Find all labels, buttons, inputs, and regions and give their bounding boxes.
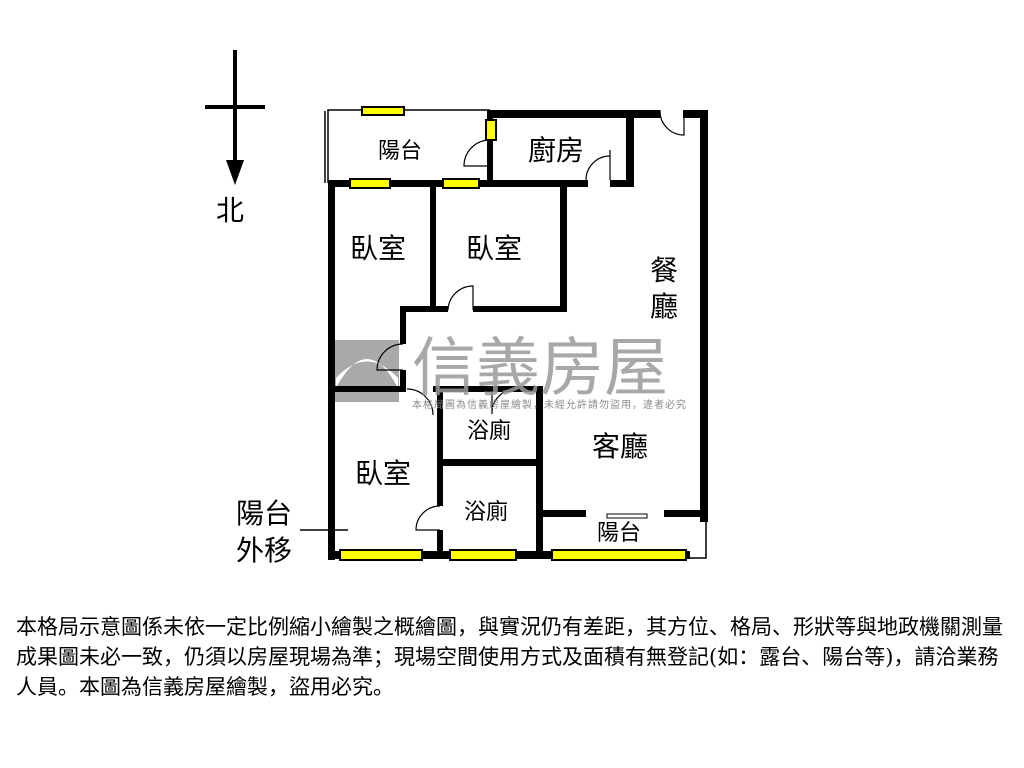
compass-label: 北	[216, 194, 244, 227]
room-bath-1: 浴廁	[467, 419, 511, 444]
room-kitchen: 廚房	[528, 134, 584, 167]
room-dining-1: 餐	[650, 254, 678, 287]
room-bedroom-3: 臥室	[355, 457, 411, 490]
watermark-notice: 本格局圖為信義房屋繪製，未經允許請勿盜用，違者必究	[412, 398, 687, 411]
room-balcony-north: 陽台	[378, 139, 422, 164]
disclaimer-text: 本格局示意圖係未依一定比例縮小繪製之概繪圖，與實況仍有差距，其方位、格局、形狀等…	[16, 615, 1003, 699]
annotation-line-1: 陽台	[236, 497, 292, 530]
room-dining-2: 廳	[650, 290, 678, 323]
walls	[328, 110, 708, 560]
watermark-brand: 信義房屋	[412, 332, 668, 406]
room-balcony-south: 陽台	[597, 521, 641, 546]
floor-plan: 北	[205, 50, 708, 567]
watermark-logo	[333, 340, 399, 402]
room-bedroom-2: 臥室	[466, 232, 522, 265]
door-swings	[376, 109, 685, 531]
annotation-line-2: 外移	[236, 534, 292, 567]
balcony-railings	[300, 109, 707, 559]
north-arrow-icon	[205, 50, 265, 185]
windows	[339, 106, 687, 561]
room-bath-2: 浴廁	[464, 500, 508, 525]
room-bedroom-1: 臥室	[350, 232, 406, 265]
room-living: 客廳	[592, 430, 648, 463]
